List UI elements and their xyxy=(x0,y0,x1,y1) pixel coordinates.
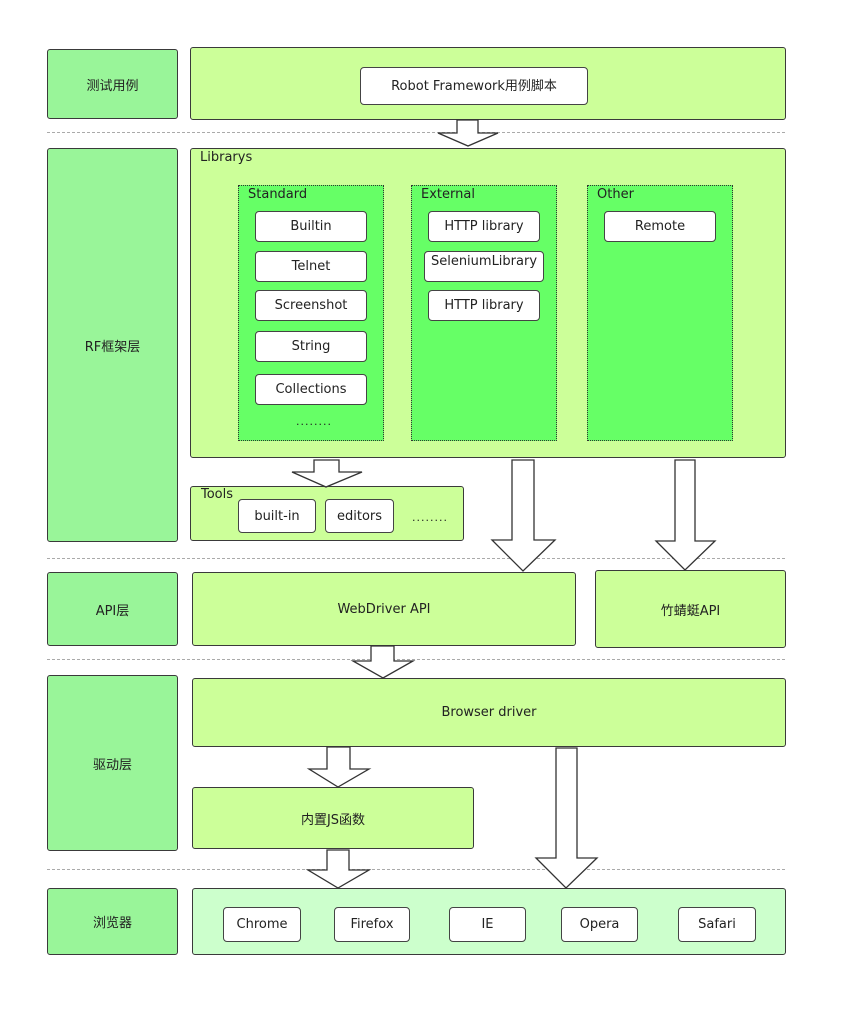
arrow-webdriver-to-driver xyxy=(350,645,416,679)
library-remote-label: Remote xyxy=(634,219,686,234)
layer-api: API层 xyxy=(47,572,178,646)
tool-built-in-label: built-in xyxy=(254,508,300,524)
tools-title: Tools xyxy=(201,487,234,502)
layer-browser: 浏览器 xyxy=(47,888,178,955)
library-telnet: Telnet xyxy=(255,251,367,282)
builtin-js-functions-label: 内置JS函数 xyxy=(300,812,366,828)
library-remote: Remote xyxy=(604,211,716,242)
browser-opera-label: Opera xyxy=(579,917,620,932)
tool-editors: editors xyxy=(325,499,394,533)
arrow-other-to-dragonfly xyxy=(654,459,717,571)
standard-group-title: Standard xyxy=(248,187,308,202)
browser-ie-label: IE xyxy=(481,917,494,932)
test-case-panel: Robot Framework用例脚本 xyxy=(190,47,786,120)
separator-rf-api xyxy=(47,558,785,559)
browser-ie: IE xyxy=(449,907,526,942)
separator-driver-browser xyxy=(47,869,785,870)
library-collections-label: Collections xyxy=(275,382,347,397)
browser-chrome: Chrome xyxy=(223,907,301,942)
layer-api-label: API层 xyxy=(95,603,130,619)
layer-rf-framework: RF框架层 xyxy=(47,148,178,542)
builtin-js-functions: 内置JS函数 xyxy=(192,787,474,849)
tool-built-in: built-in xyxy=(238,499,316,533)
browser-chrome-label: Chrome xyxy=(236,917,288,932)
layer-browser-label: 浏览器 xyxy=(92,916,132,931)
arrow-driver-to-js xyxy=(306,746,372,788)
layer-test-case: 测试用例 xyxy=(47,49,178,119)
library-string: String xyxy=(255,331,367,362)
libraries-title: Librarys xyxy=(200,150,253,165)
layer-driver-label: 驱动层 xyxy=(92,757,132,773)
library-builtin: Builtin xyxy=(255,211,367,242)
library-collections: Collections xyxy=(255,374,367,405)
library-http-1-label: HTTP library xyxy=(444,219,524,234)
browser-firefox: Firefox xyxy=(334,907,410,942)
library-http-2-label: HTTP library xyxy=(444,298,524,313)
other-group-title: Other xyxy=(597,187,634,202)
arrow-js-to-browsers xyxy=(305,849,372,889)
browser-safari: Safari xyxy=(678,907,756,942)
browser-driver-label: Browser driver xyxy=(441,705,537,720)
dragonfly-api-label: 竹蜻蜓API xyxy=(660,603,721,619)
layer-test-case-label: 测试用例 xyxy=(86,78,139,94)
browser-safari-label: Safari xyxy=(698,917,736,932)
webdriver-api: WebDriver API xyxy=(192,572,576,646)
layer-rf-framework-label: RF框架层 xyxy=(84,339,141,355)
separator-api-driver xyxy=(47,659,785,660)
external-group-title: External xyxy=(421,187,475,202)
library-screenshot-label: Screenshot xyxy=(274,298,348,313)
robot-framework-script-label: Robot Framework用例脚本 xyxy=(391,78,557,94)
dragonfly-api: 竹蜻蜓API xyxy=(595,570,786,648)
arrow-libraries-to-tools xyxy=(291,459,363,488)
library-string-label: String xyxy=(291,339,331,354)
webdriver-api-label: WebDriver API xyxy=(337,601,431,617)
library-http-1: HTTP library xyxy=(428,211,540,242)
library-screenshot: Screenshot xyxy=(255,290,367,321)
arrow-driver-to-browsers xyxy=(534,747,599,889)
separator-test-rf xyxy=(47,132,785,133)
arrow-external-to-webdriver xyxy=(490,459,557,572)
library-builtin-label: Builtin xyxy=(290,219,332,234)
arrow-script-to-libraries xyxy=(437,119,499,147)
tools-more-dots: ........ xyxy=(412,511,448,524)
layer-driver: 驱动层 xyxy=(47,675,178,851)
library-http-2: HTTP library xyxy=(428,290,540,321)
library-telnet-label: Telnet xyxy=(291,259,331,274)
tool-editors-label: editors xyxy=(336,508,383,524)
robot-framework-script: Robot Framework用例脚本 xyxy=(360,67,588,105)
browser-firefox-label: Firefox xyxy=(350,917,394,932)
browser-driver: Browser driver xyxy=(192,678,786,747)
standard-more-dots: ........ xyxy=(296,415,332,428)
browser-opera: Opera xyxy=(561,907,638,942)
library-selenium-label: SeleniumLibrary xyxy=(430,254,538,269)
library-selenium: SeleniumLibrary xyxy=(424,251,544,282)
